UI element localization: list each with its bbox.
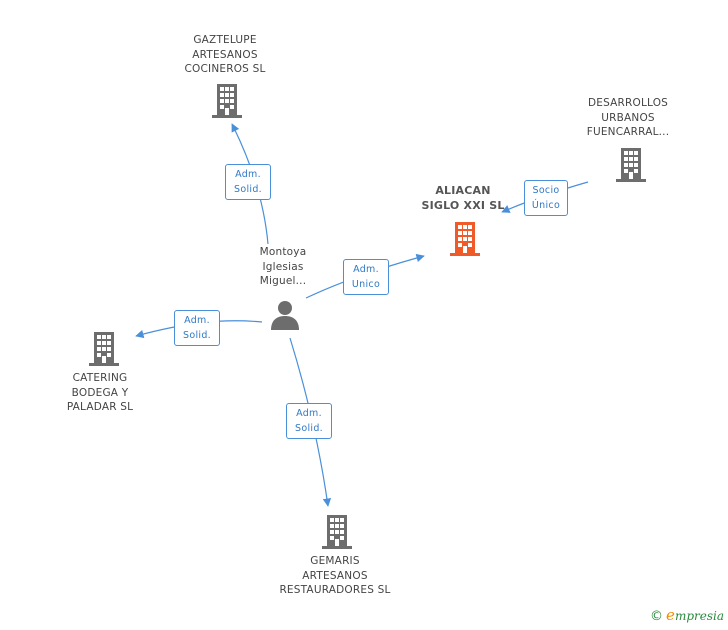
- edge-label-adm-solid-gaztelupe: Adm. Solid.: [225, 164, 271, 200]
- building-icon[interactable]: [616, 148, 646, 182]
- node-label-aliacan[interactable]: ALIACAN SIGLO XXI SL: [421, 184, 505, 212]
- edge-label-socio-unico: Socio Único: [524, 180, 568, 216]
- node-label-catering[interactable]: CATERING BODEGA Y PALADAR SL: [66, 372, 134, 413]
- person-icon[interactable]: [270, 300, 300, 330]
- building-icon[interactable]: [212, 84, 242, 118]
- node-label-montoya[interactable]: Montoya Iglesias Miguel...: [259, 246, 307, 287]
- building-icon[interactable]: [322, 515, 352, 549]
- brand-name: mpresia: [674, 609, 724, 623]
- node-label-gaztelupe[interactable]: GAZTELUPE ARTESANOS COCINEROS SL: [184, 34, 266, 75]
- building-icon[interactable]: [89, 332, 119, 366]
- building-icon[interactable]: [450, 222, 480, 256]
- edge-label-adm-solid-catering: Adm. Solid.: [174, 310, 220, 346]
- node-label-gemaris[interactable]: GEMARIS ARTESANOS RESTAURADORES SL: [279, 555, 391, 596]
- edge-label-adm-solid-gemaris: Adm. Solid.: [286, 403, 332, 439]
- brand-initial: e: [666, 606, 675, 624]
- copyright-symbol: ©: [650, 609, 664, 624]
- empresia-watermark: ©empresia: [650, 606, 724, 624]
- edge-label-adm-unico: Adm. Unico: [343, 259, 389, 295]
- node-label-desarrollos[interactable]: DESARROLLOS URBANOS FUENCARRAL...: [586, 97, 670, 138]
